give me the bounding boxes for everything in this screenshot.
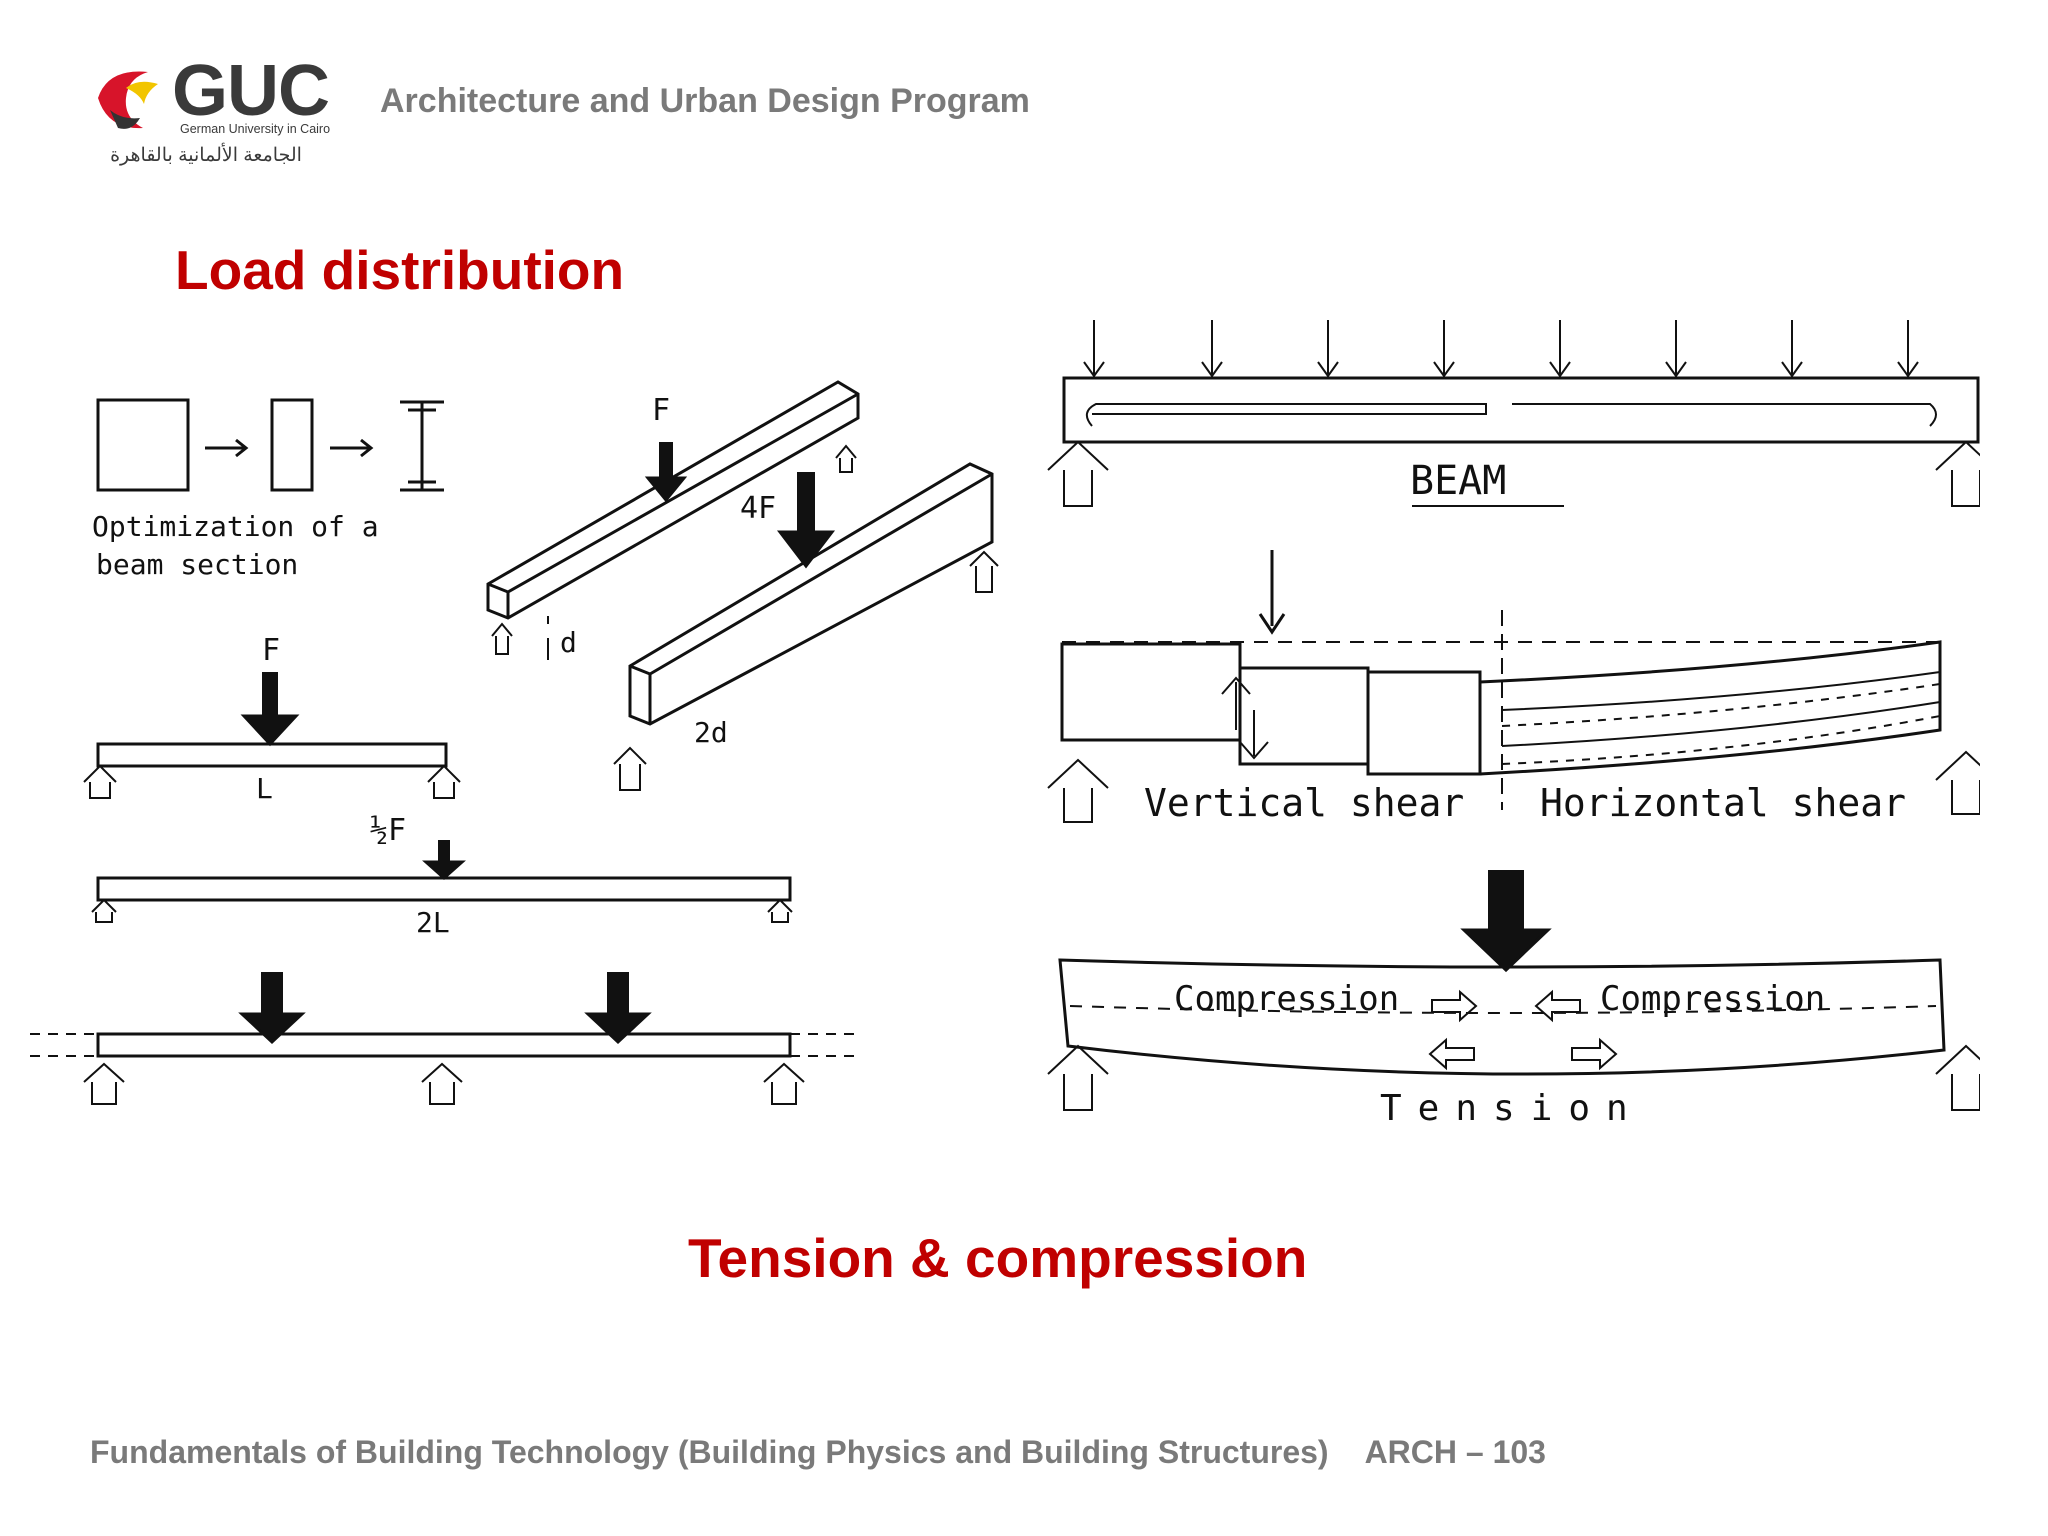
arrow-shear-load <box>1258 550 1286 635</box>
slide-title-load-distribution: Load distribution <box>175 239 625 301</box>
logo-subtitle: German University in Cairo <box>180 122 331 136</box>
compression-left-label: Compression <box>1174 979 1399 1019</box>
program-title: Architecture and Urban Design Program <box>380 82 1030 120</box>
deep-beam <box>628 462 994 726</box>
support-arrow <box>1935 750 1980 815</box>
support-arrow <box>427 764 461 799</box>
support-arrow <box>613 746 647 791</box>
logo-arabic: الجامعة الألمانية بالقاهرة <box>110 145 302 166</box>
support-arrow <box>1047 758 1109 823</box>
depth-d-label: d <box>560 626 577 659</box>
shear-block-3 <box>1366 670 1482 776</box>
beam-stress-sketch: BEAM Vertical shear Horizontal shear Com… <box>1047 320 1980 1129</box>
support-arrow <box>767 898 793 923</box>
square-section <box>96 398 190 492</box>
support-arrow <box>1047 1044 1109 1111</box>
bent-beam-section <box>1479 640 1942 776</box>
beam-span-L <box>96 742 448 768</box>
slide-title-tension-compression: Tension & compression <box>688 1227 1308 1289</box>
shear-block-2 <box>1238 666 1370 766</box>
support-arrow <box>91 898 117 923</box>
support-arrow <box>83 764 117 799</box>
distributed-load-arrows <box>1083 320 1919 378</box>
load-distribution-sketch: Optimization of a beam section F d 4F 2d… <box>30 380 999 1105</box>
slender-beam <box>486 380 860 620</box>
support-arrow <box>1047 440 1109 507</box>
footer-code: ARCH – 103 <box>1364 1434 1546 1470</box>
i-beam-section <box>400 400 444 492</box>
shear-block-1 <box>1060 642 1242 742</box>
rect-section <box>270 398 314 492</box>
logo-text: GUC <box>172 51 330 131</box>
load-F-label: F <box>652 393 670 428</box>
support-arrow <box>835 444 857 473</box>
span-2L-label: 2L <box>416 906 450 939</box>
optimization-caption-2: beam section <box>96 548 298 581</box>
beam-label: BEAM <box>1410 458 1506 504</box>
support-arrow <box>83 1062 125 1105</box>
load-4F-label: 4F <box>740 491 776 526</box>
optimization-caption-1: Optimization of a <box>92 510 379 543</box>
guc-logo-mark-icon <box>98 71 158 129</box>
support-arrow <box>421 1062 463 1105</box>
support-arrow <box>1935 1044 1980 1111</box>
continuous-beam <box>96 1032 792 1058</box>
support-arrow <box>969 550 999 593</box>
footer-course: Fundamentals of Building Technology (Bui… <box>90 1434 1329 1470</box>
load-half-F-label: ½F <box>370 813 406 848</box>
tension-label: Tension <box>1380 1088 1644 1129</box>
support-arrow <box>1935 440 1980 507</box>
support-arrow <box>491 622 513 655</box>
load-F-simple-label: F <box>262 633 280 668</box>
horizontal-shear-label: Horizontal shear <box>1540 781 1906 825</box>
vertical-shear-label: Vertical shear <box>1144 781 1464 825</box>
bent-beam <box>1058 958 1946 1076</box>
depth-2d-label: 2d <box>694 716 728 749</box>
footer: Fundamentals of Building Technology (Bui… <box>90 1434 1582 1471</box>
compression-right-label: Compression <box>1600 979 1825 1019</box>
beam <box>1062 376 1980 444</box>
guc-logo <box>88 50 328 170</box>
span-L-label: L <box>256 772 273 805</box>
support-arrow <box>763 1062 805 1105</box>
beam-span-2L <box>96 876 792 902</box>
